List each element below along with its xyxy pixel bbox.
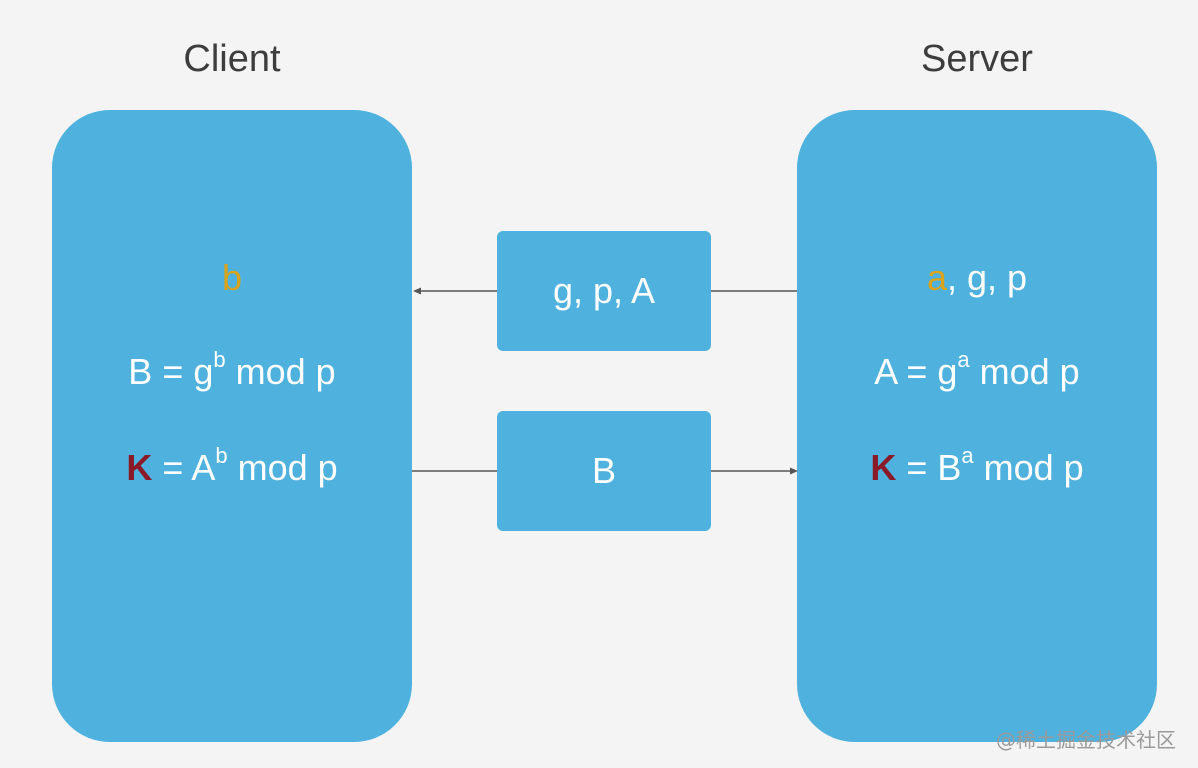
client-secret-line: b <box>52 256 412 300</box>
client-public-lhs: B <box>128 351 153 392</box>
client-key-exponent: b <box>215 443 228 468</box>
client-public-tail: mod p <box>225 351 336 392</box>
server-key-exponent: a <box>961 443 974 468</box>
arrowhead-to-client <box>413 287 421 295</box>
server-secret: a <box>926 257 947 298</box>
server-key-tail: mod p <box>973 447 1084 488</box>
client-title: Client <box>183 38 281 80</box>
server-public-tail: mod p <box>969 351 1080 392</box>
server-public-exponent: a <box>957 347 970 372</box>
server-box: a, g, p A = ga mod p K = Ba mod p <box>797 110 1157 742</box>
server-params: , g, p <box>946 257 1028 298</box>
client-key-eq: = A <box>152 447 216 488</box>
client-box: b B = gb mod p K = Ab mod p <box>52 110 412 742</box>
server-key-eq: = B <box>896 447 962 488</box>
message-server-to-client: g, p, A <box>497 231 711 351</box>
server-shared-key: K = Ba mod p <box>797 443 1157 490</box>
server-key-symbol: K <box>870 447 897 488</box>
server-title: Server <box>921 38 1033 80</box>
client-key-symbol: K <box>126 447 153 488</box>
client-shared-key: K = Ab mod p <box>52 443 412 490</box>
client-key-tail: mod p <box>227 447 338 488</box>
client-public-exponent: b <box>213 347 226 372</box>
server-public-lhs: A <box>874 351 897 392</box>
server-public-value: A = ga mod p <box>797 347 1157 394</box>
message-client-to-server: B <box>497 411 711 531</box>
server-params-line: a, g, p <box>797 256 1157 300</box>
client-public-value: B = gb mod p <box>52 347 412 394</box>
client-public-eq: = g <box>152 351 214 392</box>
watermark: @稀土掘金技术社区 <box>996 728 1176 752</box>
server-public-eq: = g <box>896 351 958 392</box>
client-secret: b <box>221 257 243 298</box>
